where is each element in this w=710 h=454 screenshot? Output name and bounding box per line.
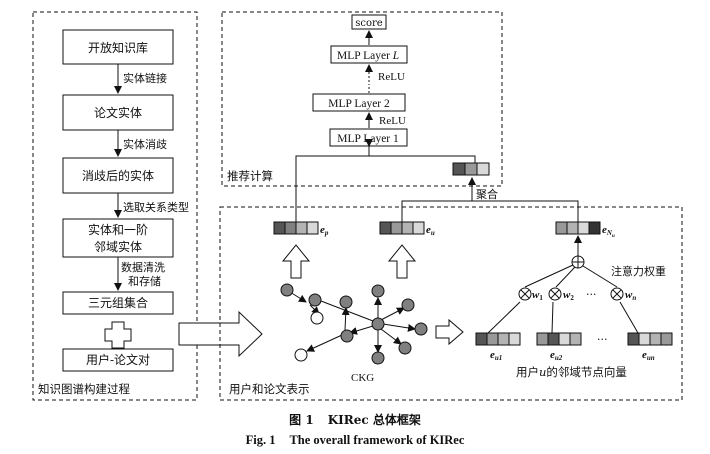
attention-tree	[487, 235, 639, 334]
step-box-entity-neighbors: 实体和一阶 邻域实体	[62, 218, 174, 258]
weight-label: w1	[532, 289, 543, 302]
step-label: 实体和一阶	[88, 222, 148, 237]
eu-vector	[379, 221, 425, 235]
mlp-layer-2-box: MLP Layer 2	[312, 93, 406, 112]
arrow-label: 和存储	[128, 274, 161, 288]
step-label: 论文实体	[94, 105, 142, 120]
mlp-layer-l-box: MLP Layer L	[330, 45, 408, 64]
step-box-open-kb: 开放知识库	[62, 29, 174, 65]
neighbor-caption: 用户u的邻域节点向量	[516, 365, 627, 379]
step-label: 邻域实体	[94, 239, 142, 254]
weight-label: w2	[563, 289, 574, 302]
plus-icon	[104, 321, 132, 349]
left-panel-border	[32, 11, 198, 401]
aggregate-label: 聚合	[476, 187, 498, 201]
step-box-paper-entity: 论文实体	[62, 94, 174, 131]
score-box: score	[351, 14, 387, 30]
svg-text:MLP Layer 1: MLP Layer 1	[337, 133, 399, 145]
arrow-label: 选取关系类型	[123, 200, 189, 214]
left-panel-caption: 知识图谱构建过程	[38, 382, 130, 396]
attention-label: 注意力权重	[611, 264, 666, 278]
enu-label: eNu	[602, 224, 615, 239]
step-box-disambiguated: 消歧后的实体	[62, 157, 174, 194]
ckg-graph	[280, 283, 428, 365]
ep-vector	[273, 221, 319, 235]
step-label: 消歧后的实体	[82, 168, 154, 183]
arrow-label: 数据清洗	[121, 260, 165, 274]
recommend-panel-caption: 推荐计算	[227, 169, 273, 183]
neighbor-vector	[627, 332, 673, 346]
neighbor-label: eu2	[550, 349, 563, 362]
arrow-label: 实体消歧	[123, 137, 167, 151]
ep-label: ep	[320, 224, 329, 237]
enu-vector	[555, 221, 601, 235]
step-label: 三元组集合	[88, 295, 148, 310]
svg-text:MLP Layer 2: MLP Layer 2	[328, 98, 390, 110]
up-arrow-icon	[387, 244, 417, 279]
aggregated-vector	[452, 162, 490, 176]
neighbor-label: eu1	[490, 349, 502, 362]
mlp-layer-1-box: MLP Layer 1	[329, 128, 408, 147]
step-box-user-paper: 用户-论文对	[62, 348, 174, 372]
ellipsis: ···	[597, 333, 608, 346]
repr-panel-caption: 用户和论文表示	[229, 382, 310, 396]
step-label: 用户-论文对	[86, 352, 150, 367]
eu-label: eu	[426, 224, 435, 237]
svg-text:MLP Layer L: MLP Layer L	[337, 50, 399, 62]
neighbor-label: eun	[642, 349, 655, 362]
ckg-label: CKG	[351, 372, 374, 384]
relu-label: ReLU	[378, 71, 405, 83]
up-arrow-icon	[281, 244, 311, 279]
neighbor-vector	[475, 332, 521, 346]
repr-panel-border	[219, 206, 683, 401]
recommend-panel-border	[221, 11, 503, 187]
relu-label: ReLU	[379, 115, 406, 127]
arrow-label: 实体链接	[123, 71, 167, 85]
ellipsis: ···	[586, 288, 597, 301]
step-box-triples: 三元组集合	[62, 291, 174, 315]
svg-text:score: score	[355, 18, 383, 29]
right-arrow-icon	[435, 318, 464, 346]
weight-label: wn	[625, 289, 636, 302]
step-label: 开放知识库	[88, 40, 148, 55]
neighbor-vector	[536, 332, 582, 346]
